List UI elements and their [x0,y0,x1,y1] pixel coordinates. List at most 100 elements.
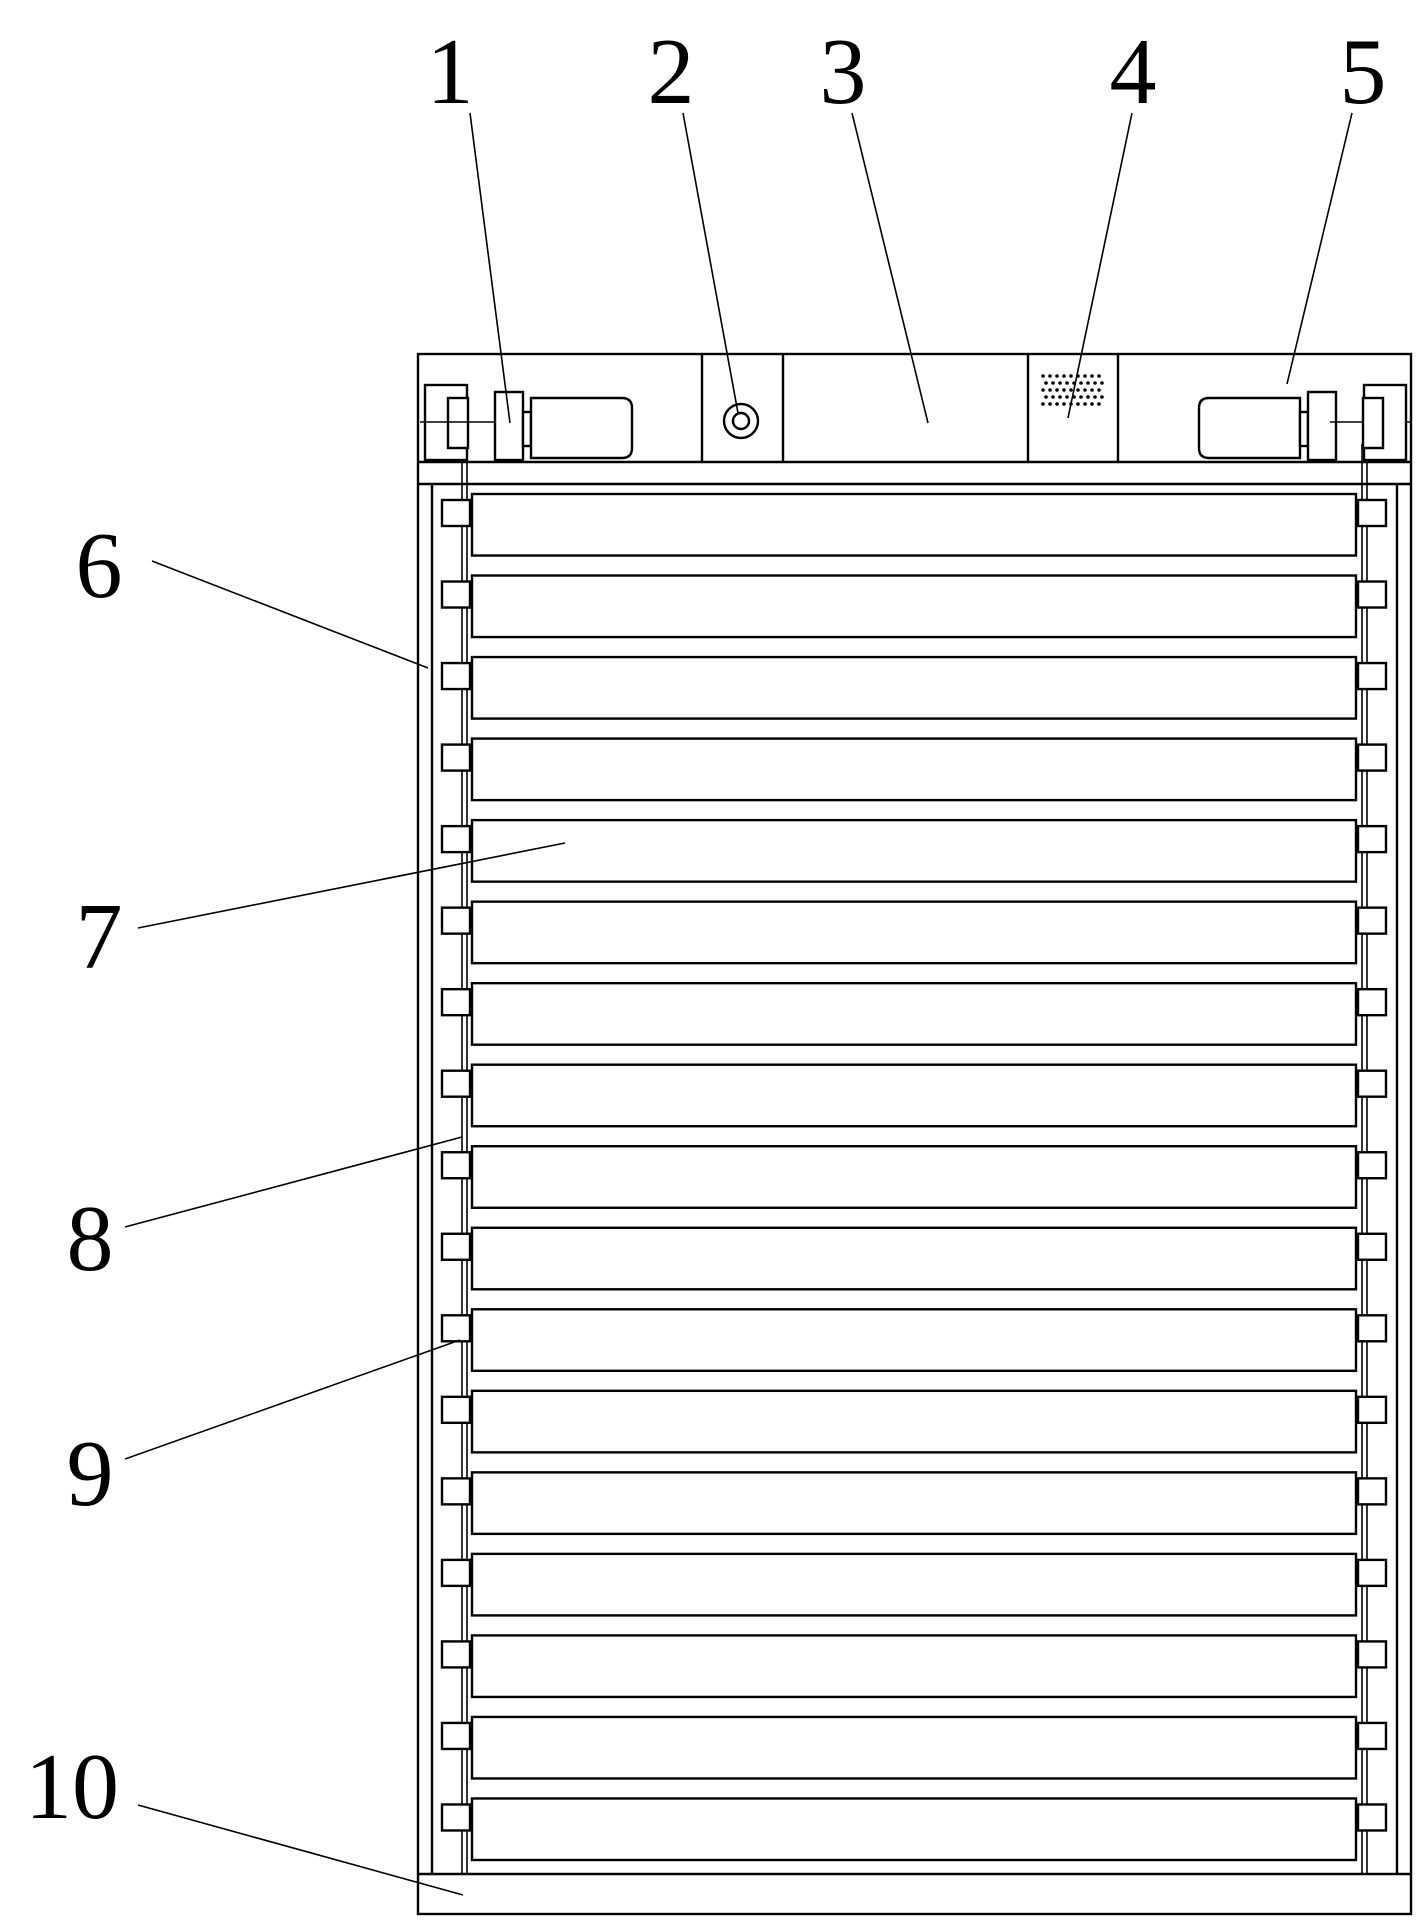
slat-connector-right [1356,987,1388,1017]
slat-connector-right [1356,1640,1388,1669]
slat [470,1715,1358,1780]
grille-dot [1055,388,1059,392]
grille-dot [1076,402,1080,406]
grille-dot [1048,402,1052,406]
callout-7: 7 [76,885,123,989]
grille-dot [1100,395,1104,399]
grille-dot [1062,374,1066,378]
slat-connector-right [1356,1069,1388,1098]
callout-3: 3 [820,20,867,124]
slat-connector-left [440,1477,472,1506]
grille-dot [1044,395,1048,399]
grille-dot [1083,374,1087,378]
slat-connector-left [440,1395,472,1425]
slat-connector-right [1356,661,1388,691]
grille-dot [1048,374,1052,378]
slat-connector-left [440,743,472,772]
leader-7 [137,842,566,929]
slat-connector-left [440,1314,472,1343]
grille-dot [1083,388,1087,392]
slat-connector-left [440,1640,472,1669]
slat [470,1308,1358,1373]
grille-dot [1097,388,1101,392]
slat [470,492,1358,557]
leader-3 [851,112,929,424]
leader-10 [137,1804,464,1896]
slat-connector-right [1356,906,1388,935]
slat-connector-right [1356,1721,1388,1751]
leader-8 [124,1136,463,1228]
leader-4 [1067,112,1133,419]
grille-dot [1097,374,1101,378]
knob [722,402,760,440]
slat [470,1634,1358,1699]
callout-labels: 1 2 3 4 5 6 7 8 9 10 [25,20,1387,1839]
slat-connector-left [440,824,472,854]
slat [470,737,1358,802]
grille-dot [1044,381,1048,385]
leader-1 [469,112,511,424]
slat-connector-right [1356,1477,1388,1506]
grille-dot [1041,402,1045,406]
slat-connector-left [440,661,472,691]
slat [470,1389,1358,1454]
slat-connector-right [1356,743,1388,772]
slat [470,1145,1358,1209]
slat [470,655,1358,720]
leader-5 [1286,112,1353,385]
leader-9 [124,1339,461,1460]
grille-dot [1100,381,1104,385]
callout-10: 10 [25,1735,119,1839]
grille-dot [1065,395,1069,399]
callout-6: 6 [76,514,123,618]
grille-dot [1058,395,1062,399]
slat-connector-left [440,1558,472,1588]
callout-1: 1 [427,20,474,124]
grille-dot [1093,381,1097,385]
leader-2 [682,112,739,414]
slat [470,1471,1358,1536]
callout-9: 9 [67,1422,114,1526]
grille-dot [1090,374,1094,378]
grille-dot [1058,381,1062,385]
grille-dot [1090,388,1094,392]
callout-2: 2 [648,20,695,124]
callout-8: 8 [67,1187,114,1291]
grille-dot [1076,388,1080,392]
slat-connector-right [1356,498,1388,528]
grille-dot [1079,381,1083,385]
grille-dot [1083,402,1087,406]
grille-dot [1086,381,1090,385]
grille-dot [1051,381,1055,385]
slat-stack [440,492,1388,1862]
slat-connector-right [1356,1232,1388,1261]
slat [470,1797,1358,1862]
slat [470,574,1358,639]
grille-dot [1086,395,1090,399]
slat [470,818,1358,883]
slat-connector-left [440,1069,472,1098]
slat-connector-left [440,498,472,528]
slat-connector-right [1356,1803,1388,1832]
callout-4: 4 [1110,20,1157,124]
grille-dot [1051,395,1055,399]
grille-dot [1069,374,1073,378]
slat-connector-left [440,1803,472,1832]
grille-dot [1090,402,1094,406]
grille-dot [1041,388,1045,392]
right-motor [1197,383,1411,462]
slat-connector-left [440,580,472,609]
left-motor [420,383,634,462]
slat-connector-left [440,987,472,1017]
grille-dot [1069,388,1073,392]
slat [470,1226,1358,1291]
slat-connector-right [1356,580,1388,609]
slat-connector-right [1356,1151,1388,1180]
grille-dot [1055,402,1059,406]
speaker-grille [1041,374,1104,406]
grille-dot [1055,374,1059,378]
leader-lines [124,112,1353,1896]
slat-connector-left [440,1232,472,1261]
slat-connector-right [1356,1558,1388,1588]
